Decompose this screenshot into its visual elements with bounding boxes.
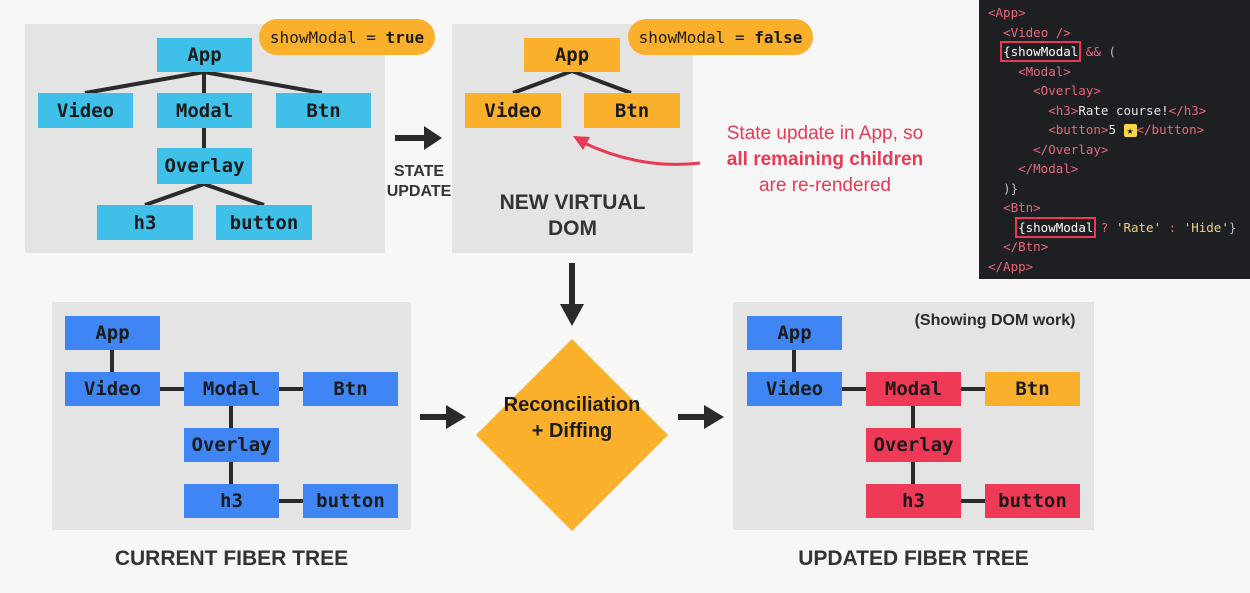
reconciliation-diamond <box>476 339 668 531</box>
current-tree-overlay: Overlay <box>184 428 279 462</box>
code-token: <Btn> <box>1003 200 1041 215</box>
virtual-dom-caption: NEW VIRTUAL DOM <box>452 190 693 242</box>
reconciliation-line1: Reconciliation <box>503 394 641 416</box>
code-token: 5 <box>1108 122 1124 137</box>
pill-eq: = <box>734 27 745 47</box>
original-tree-overlay: Overlay <box>157 148 252 184</box>
virtual-dom-btn: Btn <box>584 93 680 128</box>
virtual-dom-caption-line1: NEW VIRTUAL <box>499 191 646 214</box>
code-line: <button>5 ★</button> <box>988 122 1204 137</box>
state-update-line1: STATE <box>393 163 445 180</box>
note-line2: all remaining children <box>726 149 924 170</box>
updated-tree-video: Video <box>747 372 842 406</box>
code-token: <h3> <box>1048 102 1079 118</box>
code-line: </Btn> <box>988 239 1048 254</box>
reconciliation-label: Reconciliation + Diffing <box>476 392 668 444</box>
code-line: {showModal ? 'Rate' : 'Hide'} <box>988 216 1237 238</box>
show-modal-true-pill: showModal = true <box>259 19 435 55</box>
code-token: </Modal> <box>1018 161 1079 176</box>
code-token: <Modal> <box>1018 63 1071 79</box>
original-tree-app: App <box>157 38 252 72</box>
original-tree-video: Video <box>38 93 133 128</box>
code-token: <button> <box>1048 122 1109 137</box>
code-line: <App> <box>988 5 1026 20</box>
dom-work-note: (Showing DOM work) <box>914 312 1076 329</box>
current-tree-button: button <box>303 484 398 518</box>
code-token: )} <box>1003 180 1019 196</box>
current-tree-video: Video <box>65 372 160 406</box>
code-line: </Modal> <box>988 161 1078 176</box>
updated-tree-app: App <box>747 316 842 350</box>
code-token: } <box>1228 219 1237 235</box>
code-panel: <App> <Video /> {showModal && ( <Modal> … <box>979 0 1250 279</box>
star-icon: ★ <box>1123 124 1137 137</box>
note-line1: State update in App, so <box>726 123 924 144</box>
code-token: : <box>1161 219 1184 235</box>
code-token: </Overlay> <box>1033 141 1109 157</box>
pill-eq: = <box>366 27 376 47</box>
updated-tree-modal: Modal <box>866 372 961 406</box>
updated-tree-button: button <box>985 484 1080 518</box>
current-tree-caption: CURRENT FIBER TREE <box>114 547 349 570</box>
code-token: <Video <box>1003 24 1056 40</box>
original-tree-h3: h3 <box>97 205 193 240</box>
virtual-dom-video: Video <box>465 93 561 128</box>
updated-tree-btn: Btn <box>985 372 1080 406</box>
pill-value: false <box>754 27 803 47</box>
state-update-label: STATE UPDATE <box>380 162 458 202</box>
pill-var: showModal <box>269 27 357 47</box>
original-tree-button: button <box>216 205 312 240</box>
code-token: ? <box>1093 219 1116 235</box>
virtual-dom-app: App <box>524 38 620 72</box>
updated-tree-h3: h3 <box>866 484 961 518</box>
current-tree-btn: Btn <box>303 372 398 406</box>
note-line3: are re-rendered <box>758 175 892 196</box>
code-token: {showModal <box>1000 41 1082 62</box>
code-line: <Overlay> <box>988 83 1101 98</box>
code-line: </Overlay> <box>988 142 1108 157</box>
code-token: Rate course! <box>1078 102 1169 118</box>
pill-value: true <box>385 27 425 47</box>
current-tree-app: App <box>65 316 160 350</box>
code-line: {showModal && ( <box>988 41 1116 62</box>
code-token: </h3> <box>1168 102 1207 118</box>
virtual-dom-caption-line2: DOM <box>548 217 597 240</box>
updated-tree-caption: UPDATED FIBER TREE <box>798 547 1029 570</box>
code-line: <Video /> <box>988 25 1071 40</box>
reconciliation-line2: + Diffing <box>531 420 613 442</box>
code-token: {showModal <box>1015 216 1097 238</box>
code-token: <App> <box>988 5 1026 20</box>
original-tree-modal: Modal <box>157 93 252 128</box>
code-token: <Overlay> <box>1033 83 1101 98</box>
code-token: </button> <box>1136 122 1205 137</box>
state-update-line2: UPDATE <box>386 183 452 200</box>
code-token: 'Hide' <box>1183 219 1229 235</box>
code-line: )} <box>988 181 1018 196</box>
rerender-note: State update in App, so all remaining ch… <box>700 121 950 199</box>
updated-tree-overlay: Overlay <box>866 428 961 462</box>
code-line: <Btn> <box>988 200 1041 215</box>
code-line: </App> <box>988 259 1033 274</box>
code-token: && <box>1078 44 1109 59</box>
pill-var: showModal <box>638 27 726 47</box>
code-token: </Btn> <box>1003 239 1049 254</box>
original-tree-btn: Btn <box>276 93 371 128</box>
code-token: 'Rate' <box>1115 219 1162 235</box>
current-tree-h3: h3 <box>184 484 279 518</box>
code-token: ( <box>1108 44 1116 59</box>
code-line: <h3>Rate course!</h3> <box>988 103 1206 118</box>
code-line: <Modal> <box>988 64 1071 79</box>
current-tree-modal: Modal <box>184 372 279 406</box>
show-modal-false-pill: showModal = false <box>628 19 813 55</box>
code-token: /> <box>1055 24 1071 40</box>
code-token: </App> <box>988 258 1034 274</box>
